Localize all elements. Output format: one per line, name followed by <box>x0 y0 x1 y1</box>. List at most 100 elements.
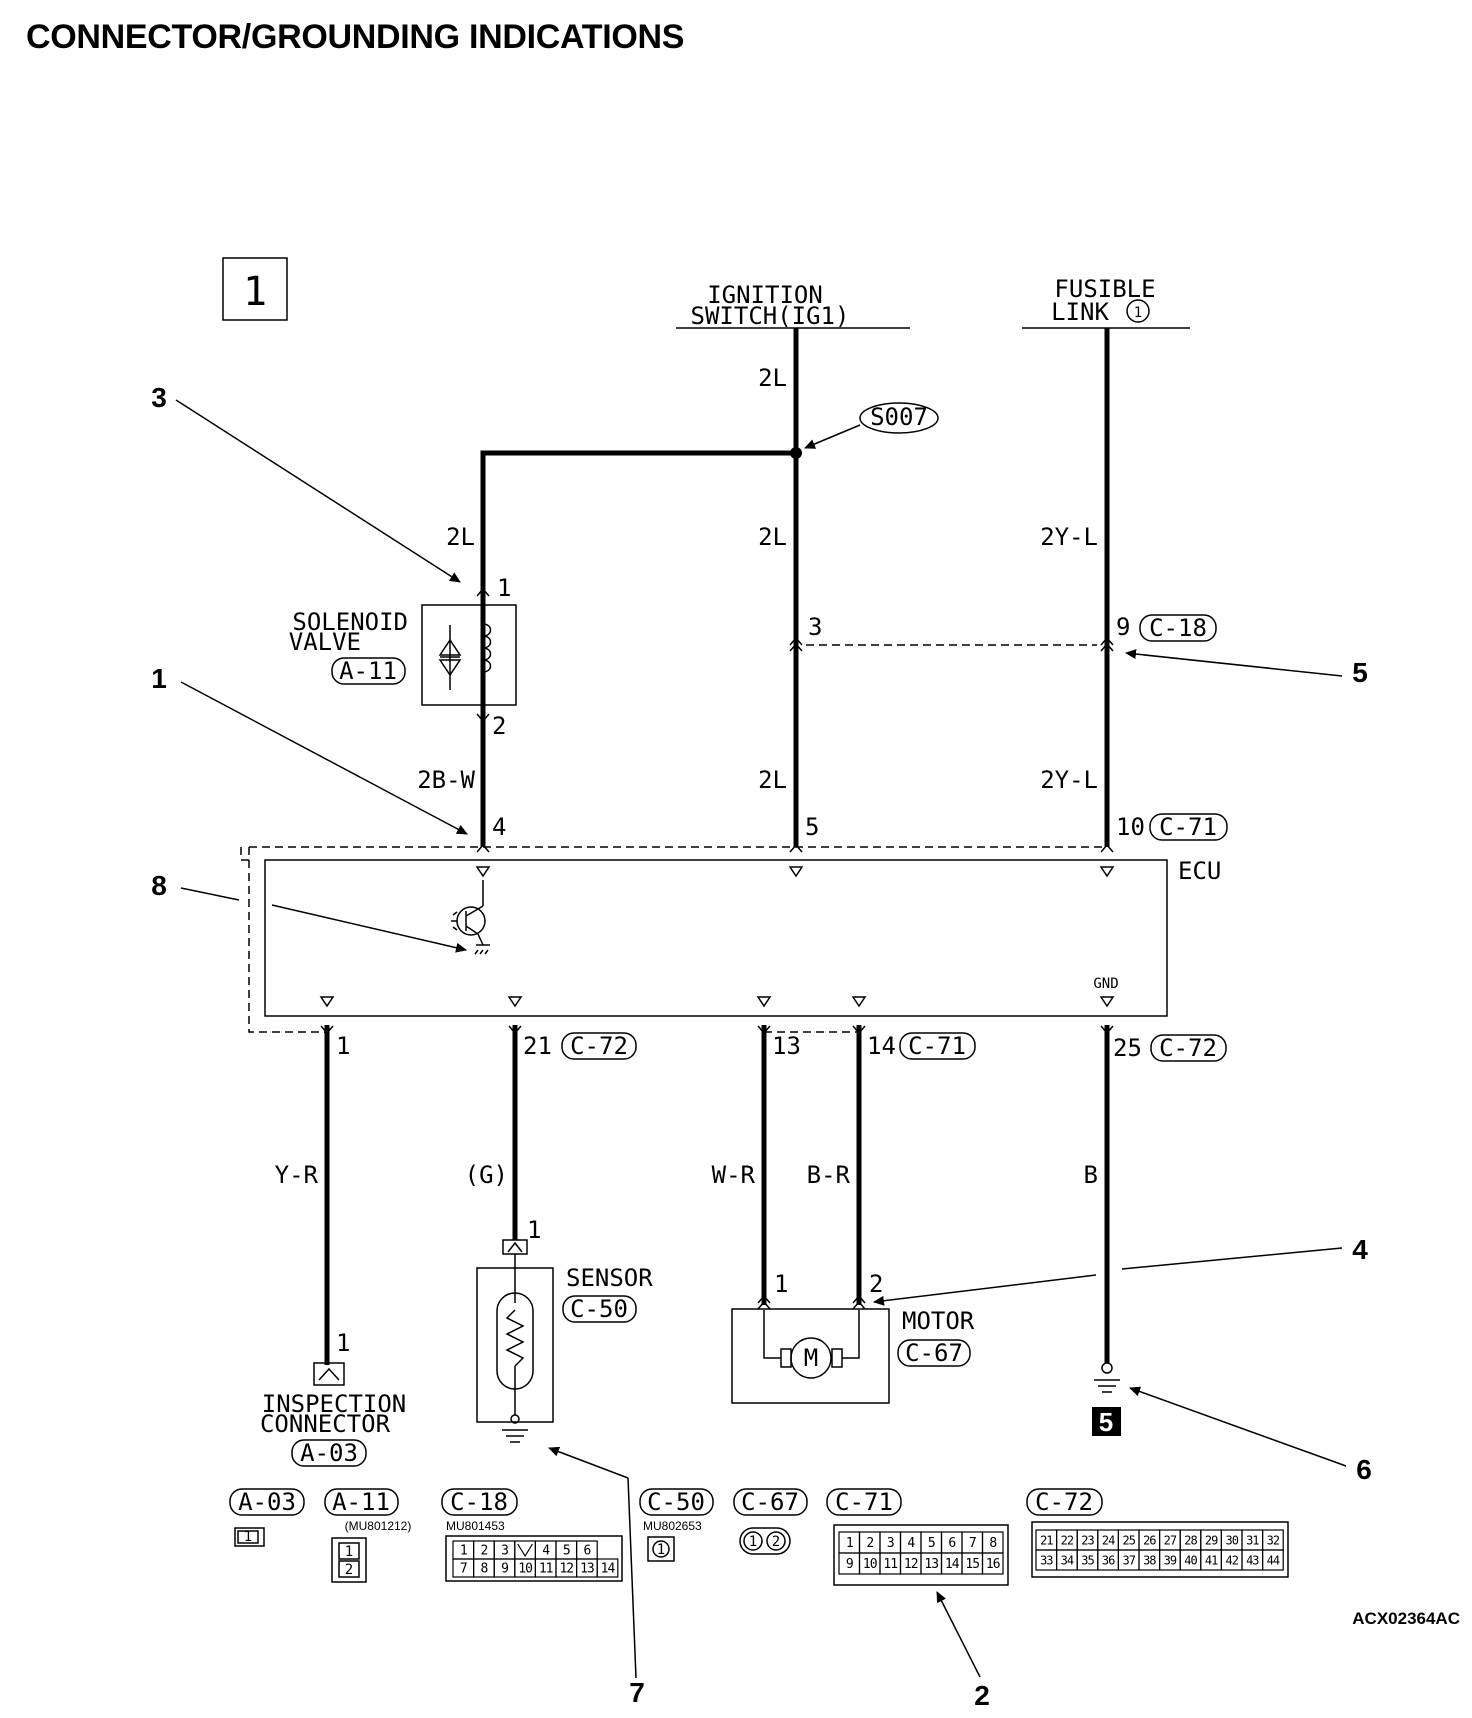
wire-label-fusible-lower: 2Y-L <box>1040 766 1098 794</box>
solenoid-valve-box <box>421 604 517 706</box>
motor-label: MOTOR <box>902 1307 975 1335</box>
legend-c50-code: C-50 <box>647 1488 705 1516</box>
sensor-label: SENSOR <box>566 1264 653 1292</box>
legend-c18-pin-label: 3 <box>501 1544 508 1559</box>
motor-pin-2: 2 <box>869 1270 883 1298</box>
legend-c72-pill <box>1026 1488 1103 1516</box>
legend-c71-pin-label: 2 <box>866 1536 873 1551</box>
legend-c71-pin-label: 4 <box>907 1536 915 1551</box>
ecu-pin-25: 25 <box>1113 1034 1142 1062</box>
ecu-box <box>264 859 1168 1017</box>
wire-label-fusible-upper: 2Y-L <box>1040 523 1098 551</box>
legend-c18-pin-label: 12 <box>559 1562 573 1577</box>
legend-c71-pin-label: 15 <box>965 1557 979 1572</box>
solenoid-label-line2: VALVE <box>289 628 361 656</box>
legend-c72-pin-label: 28 <box>1184 1533 1197 1547</box>
inspection-connector-box <box>313 1362 345 1386</box>
legend-c18-pin-label: 9 <box>501 1562 508 1577</box>
legend-c18-pin-label: 8 <box>480 1562 487 1577</box>
legend-c72-pin-label: 24 <box>1102 1533 1115 1547</box>
wire-label-motor-2: B-R <box>807 1161 851 1189</box>
fusible-label-line2: LINK <box>1051 298 1109 326</box>
legend-a03-code: A-03 <box>238 1488 296 1516</box>
ecu-pin-10: 10 <box>1116 813 1145 841</box>
page-title: CONNECTOR/GROUNDING INDICATIONS <box>26 18 685 56</box>
legend-c72-pin-label: 35 <box>1081 1553 1094 1567</box>
ground-symbol-icon <box>1094 1362 1120 1393</box>
legend-c50-pin: 1 <box>657 1542 665 1558</box>
legend-a03-pill <box>229 1488 305 1516</box>
legend-c18-code: C-18 <box>450 1488 508 1516</box>
legend-c72-pin-label: 27 <box>1164 1533 1177 1547</box>
legend-a11-part: (MU801212) <box>345 1519 412 1533</box>
legend-c72-pin-label: 23 <box>1081 1533 1094 1547</box>
document-code: ACX02364AC <box>1352 1609 1460 1628</box>
legend-c71-pin-label: 8 <box>989 1536 996 1551</box>
legend-c72-pin-label: 25 <box>1122 1533 1135 1547</box>
legend-c72-pin-label: 44 <box>1267 1553 1280 1567</box>
legend-c18-pin-label: 6 <box>583 1544 590 1559</box>
legend-c18-pin-label: 10 <box>518 1562 532 1577</box>
callout-8: 8 <box>151 870 167 901</box>
sensor-pin-1: 1 <box>527 1216 541 1244</box>
legend-c18-pin-label: 2 <box>480 1544 487 1559</box>
c18-code: C-18 <box>1149 614 1207 642</box>
legend-c71-pin-label: 12 <box>904 1557 918 1572</box>
inspection-label-line2: CONNECTOR <box>260 1410 391 1438</box>
legend-c72-pin-label: 22 <box>1061 1533 1074 1547</box>
ecu-pin-1: 1 <box>336 1032 350 1060</box>
splice-label-oval <box>859 402 939 434</box>
legend-c72-pin-label: 42 <box>1225 1553 1238 1567</box>
legend-c18-pin-label: 11 <box>539 1562 553 1577</box>
callout-6: 6 <box>1356 1454 1372 1485</box>
legend-c71-pin-label: 3 <box>887 1536 894 1551</box>
ground-number: 5 <box>1099 1407 1113 1437</box>
legend-a03-housing <box>234 1527 265 1547</box>
c72-ground-code: C-72 <box>1159 1034 1217 1062</box>
ecu-pin-14: 14 <box>867 1032 896 1060</box>
connector-legend: A-03 1 A-11 (MU801212) 1 2 C-18 MU801453… <box>229 1488 1289 1586</box>
legend-c71-pin-label: 11 <box>883 1557 897 1572</box>
legend-c72-pin-label: 39 <box>1164 1553 1177 1567</box>
wire-label-solenoid-out: 2B-W <box>417 766 475 794</box>
legend-a11-housing <box>331 1537 367 1583</box>
legend-c71-pin-label: 1 <box>846 1536 853 1551</box>
legend-c72-housing <box>1031 1521 1289 1578</box>
motor-connector-code: C-67 <box>905 1339 963 1367</box>
c72-sensor-pill <box>561 1032 637 1060</box>
gnd-label: GND <box>1093 976 1118 992</box>
legend-c18-part: MU801453 <box>446 1519 505 1533</box>
inspection-connector-pill <box>291 1439 367 1467</box>
c18-pill <box>1139 614 1217 642</box>
wire-label-ground: B <box>1084 1161 1098 1189</box>
wire-label-sensor: (G) <box>465 1161 508 1189</box>
legend-c71-pin-label: 6 <box>948 1536 955 1551</box>
ecu-connector-dashed-left <box>248 847 327 1033</box>
diagram-number: 1 <box>243 269 267 315</box>
inspection-connector-code: A-03 <box>300 1439 358 1467</box>
legend-c72-pin-label: 40 <box>1184 1553 1197 1567</box>
solenoid-pin-2: 2 <box>492 712 506 740</box>
junction-pin-3: 3 <box>808 613 822 641</box>
legend-c72-pin-label: 29 <box>1205 1533 1218 1547</box>
callout-2: 2 <box>974 1680 990 1711</box>
diagram-number-box <box>222 257 288 321</box>
legend-c67-code: C-67 <box>741 1488 799 1516</box>
c71-top-pill <box>1149 813 1228 841</box>
c72-sensor-code: C-72 <box>570 1032 628 1060</box>
svg-text:M: M <box>804 1344 818 1372</box>
wire-label-top-2l: 2L <box>758 364 787 392</box>
callout-3: 3 <box>151 382 167 413</box>
ecu-pin-21: 21 <box>523 1032 552 1060</box>
legend-c72-pin-label: 33 <box>1040 1553 1053 1567</box>
splice-pointer <box>804 424 861 449</box>
solenoid-pin-1: 1 <box>497 574 511 602</box>
legend-c18-pill <box>441 1488 518 1516</box>
legend-c71-pin-label: 16 <box>986 1557 1000 1572</box>
motor-connector-pill <box>897 1339 971 1367</box>
legend-c72-pin-label: 31 <box>1246 1533 1259 1547</box>
legend-c72-pin-label: 38 <box>1143 1553 1156 1567</box>
sensor-connector-code: C-50 <box>570 1295 628 1323</box>
motor-icon: M <box>763 1310 860 1379</box>
